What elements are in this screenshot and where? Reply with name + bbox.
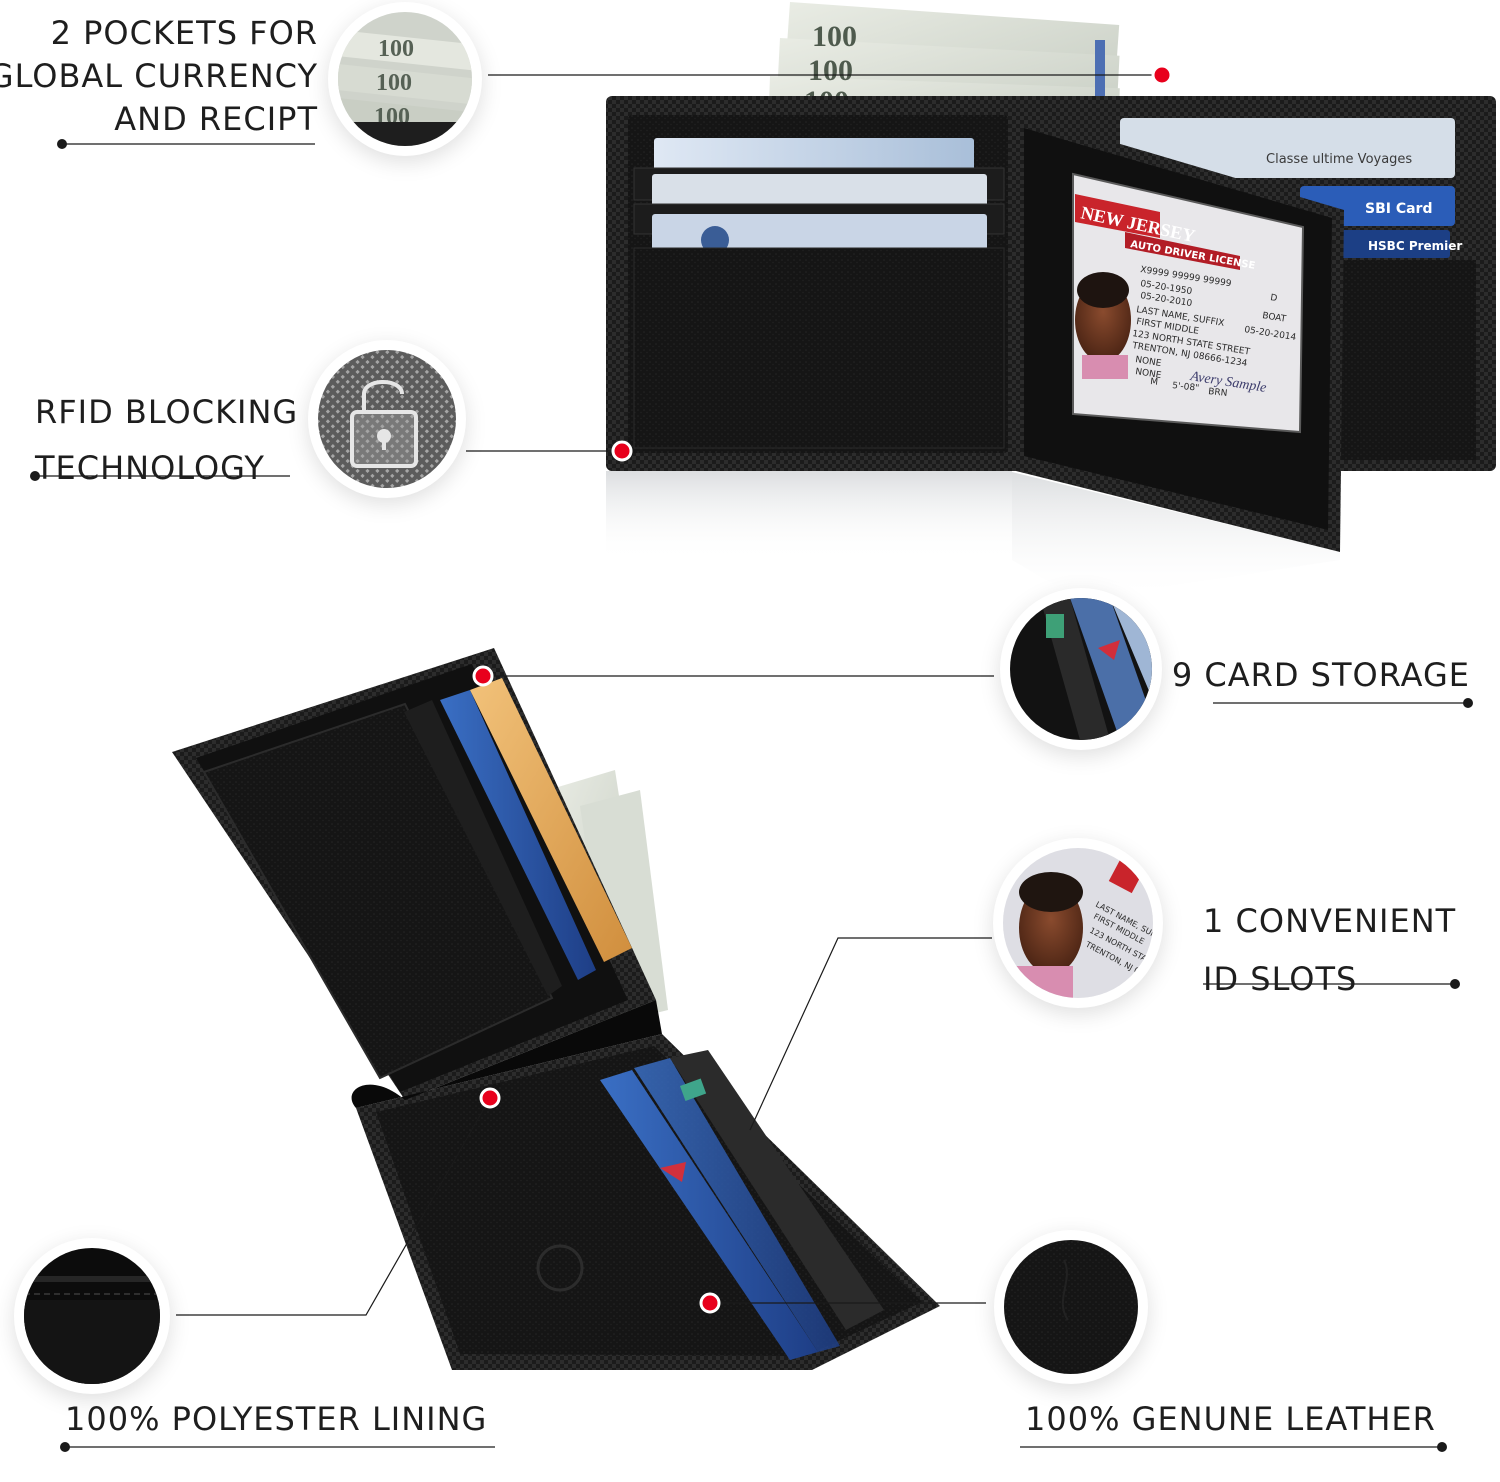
feature-label-rfid: RFID BLOCKING TECHNOLOGY	[35, 393, 299, 487]
svg-text:BOAT: BOAT	[1262, 311, 1288, 325]
card-label: HSBC Premier	[1368, 239, 1462, 253]
line-end-dots	[30, 139, 1473, 1452]
feature-label-leather: 100% GENUNE LEATHER	[1025, 1400, 1436, 1438]
svg-text:BRN: BRN	[1208, 387, 1228, 399]
svg-text:5'-08": 5'-08"	[1172, 381, 1200, 394]
callout-cards-closeup	[1010, 598, 1152, 740]
feature-label-currency: 2 POCKETS FOR GLOBAL CURRENCY AND RECIPT	[0, 14, 318, 138]
svg-text:NONE: NONE	[1135, 367, 1163, 381]
card-label: Classe ultime Voyages	[1266, 152, 1412, 167]
svg-text:D: D	[1270, 293, 1278, 304]
svg-text:NONE: NONE	[1135, 355, 1163, 369]
hotspot-dots	[472, 64, 1173, 1314]
callout-id-closeup: LAST NAME, SUFFIX FIRST MIDDLE 123 NORTH…	[1003, 848, 1153, 998]
open-wallet-top: 100 100 100 Classe ultime Voyages SBI Ca…	[606, 2, 1496, 600]
callout-rfid-closeup	[318, 350, 456, 488]
callout-currency-closeup: 100 100 100	[338, 12, 472, 146]
feature-label-id-slots: 1 CONVENIENT ID SLOTS	[1203, 902, 1457, 998]
svg-text:100: 100	[378, 36, 414, 62]
open-wallet-bottom	[172, 648, 940, 1370]
banknote-value: 100	[808, 54, 853, 87]
callout-lining-closeup	[24, 1248, 160, 1384]
feature-label-lining: 100% POLYESTER LINING	[65, 1400, 488, 1438]
banknote-value: 100	[812, 20, 857, 53]
padlock-icon	[350, 380, 418, 468]
feature-label-cards: 9 CARD STORAGE	[1171, 656, 1470, 694]
svg-text:M: M	[1150, 377, 1159, 388]
card-label: SBI Card	[1365, 201, 1432, 217]
svg-text:100: 100	[376, 70, 412, 96]
connector-lines	[35, 74, 1468, 1448]
callout-leather-closeup	[1004, 1240, 1138, 1374]
